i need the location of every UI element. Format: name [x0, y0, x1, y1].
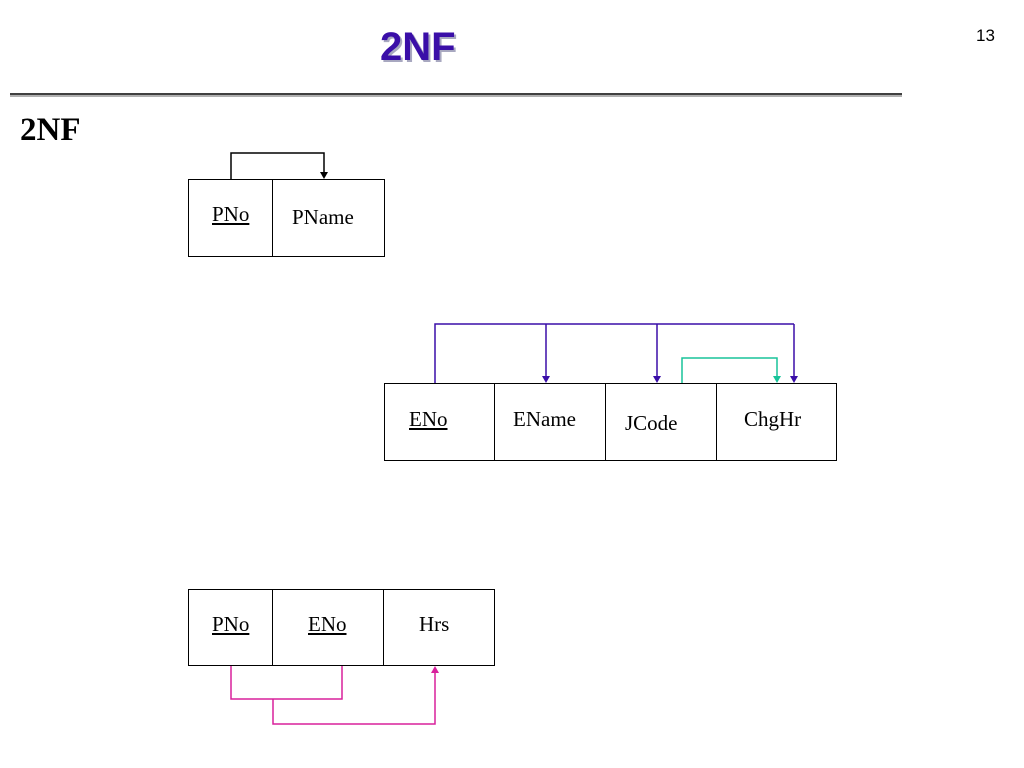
fd-eno-to-attributes: [434, 323, 798, 383]
works-on-cell-eno: [272, 589, 385, 666]
employee-chghr-label: ChgHr: [744, 407, 802, 431]
project-pname-label: PName: [292, 205, 354, 229]
fd-pno-to-pname: [230, 152, 328, 179]
employee-cell-eno: [384, 383, 496, 461]
fd-pno-eno-to-hrs: [230, 666, 439, 725]
fd-jcode-to-chghr: [681, 357, 781, 383]
project-cell-pname: [272, 179, 385, 257]
project-pno-label: PNo: [212, 202, 250, 226]
employee-jcode-label: JCode: [625, 411, 678, 435]
works-on-pno-label: PNo: [212, 612, 250, 636]
slide-title: 2NF: [380, 25, 456, 69]
title-divider: [10, 93, 902, 95]
employee-ename-label: EName: [513, 407, 576, 431]
works-on-hrs-label: Hrs: [419, 612, 450, 636]
works-on-cell-pno: [188, 589, 274, 666]
employee-cell-chghr: [716, 383, 837, 461]
works-on-eno-label: ENo: [308, 612, 347, 636]
section-heading: 2NF: [20, 112, 81, 148]
slide-number: 13: [976, 26, 995, 45]
employee-eno-label: ENo: [409, 407, 448, 431]
project-cell-pno: [188, 179, 274, 257]
works-on-cell-hrs: [383, 589, 495, 666]
